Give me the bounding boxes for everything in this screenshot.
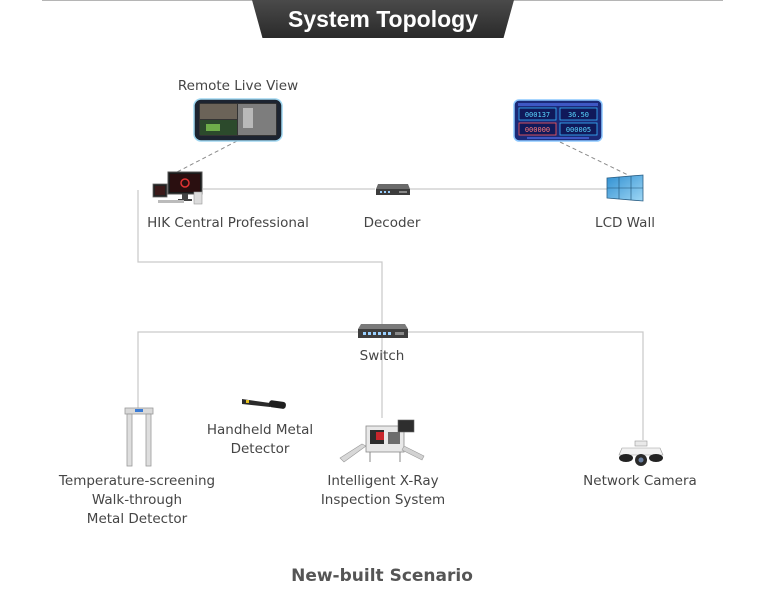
network-camera-icon <box>618 440 664 466</box>
lcd-tile-1: 000137 <box>525 111 550 119</box>
link-pc-switch <box>137 190 383 326</box>
link-switch-camera <box>406 331 644 440</box>
label-network-camera: Network Camera <box>583 473 697 489</box>
page-title: System Topology <box>252 0 514 38</box>
link-lcdscreen-wall <box>559 141 629 176</box>
decoder-icon <box>376 184 410 195</box>
label-switch: Switch <box>359 348 405 364</box>
xray-system-icon <box>339 419 425 463</box>
handheld-detector-icon <box>242 399 286 409</box>
remote-live-view-icon <box>193 98 283 142</box>
lcd-tile-3: 000000 <box>525 126 550 134</box>
label-remote-live-view: Remote Live View <box>177 78 299 94</box>
lcd-screen-icon: 000137 36.50 000000 000005 <box>513 99 603 142</box>
label-handheld-detector: Handheld Metal Detector <box>206 422 314 457</box>
label-decoder: Decoder <box>363 215 421 231</box>
scenario-caption: New-built Scenario <box>291 566 473 586</box>
workstation-icon <box>152 171 203 205</box>
lcd-tile-2: 36.50 <box>568 111 589 119</box>
label-walkthrough-detector: Temperature-screening Walk-through Metal… <box>58 473 216 527</box>
lcd-wall-icon <box>606 174 644 202</box>
lcd-tile-4: 000005 <box>566 126 591 134</box>
label-hik-central: HIK Central Professional <box>147 215 309 231</box>
link-remote-pc <box>176 140 238 173</box>
link-switch-walkthrough <box>137 331 358 408</box>
label-lcd-wall: LCD Wall <box>595 215 655 231</box>
label-xray-system: Intelligent X-Ray Inspection System <box>320 473 446 508</box>
walkthrough-detector-icon <box>124 407 154 467</box>
switch-icon <box>358 324 408 338</box>
